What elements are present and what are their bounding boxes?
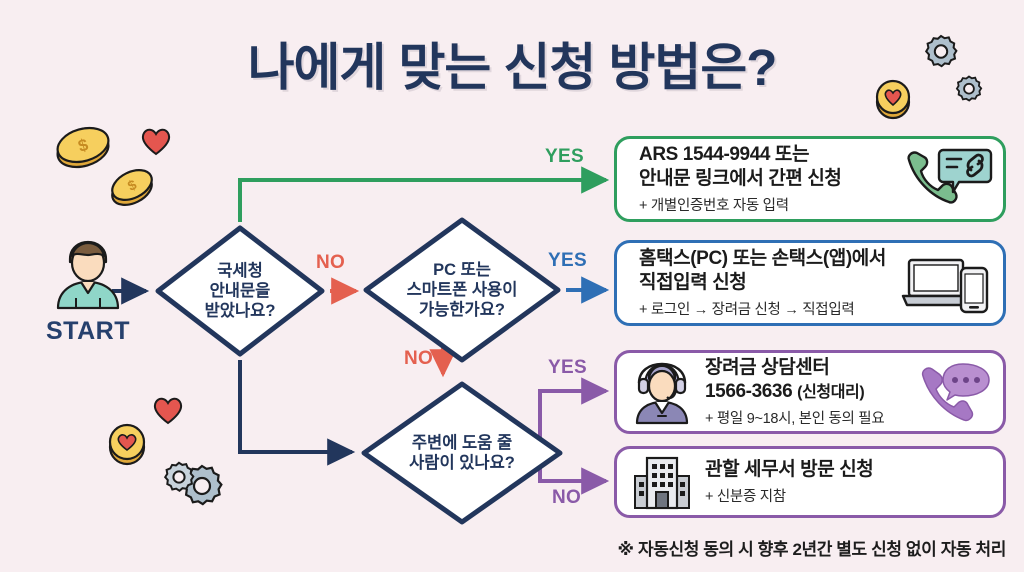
decision-helper-available[interactable]: 주변에 도움 줄 사람이 있나요? <box>358 378 566 528</box>
coin-heart-icon <box>108 423 146 466</box>
edge-label-no-1: NO <box>316 252 346 273</box>
phone-chat-icon <box>915 360 993 424</box>
person-icon <box>56 240 120 310</box>
page-title: 나에게 맞는 신청 방법은? <box>247 39 778 96</box>
result-title-line2: 안내문 링크에서 간편 신청 <box>639 167 842 189</box>
edge-label-no-3: NO <box>552 487 582 508</box>
result-call-center-apply[interactable]: 장려금 상담센터 1566-3636 (신청대리) + 평일 9~18시, 본인… <box>614 350 1006 434</box>
decision-device-available[interactable]: PC 또는 스마트폰 사용이 가능한가요? <box>360 214 564 366</box>
coin-dollar-icon: $ <box>56 126 110 169</box>
building-icon <box>631 454 693 510</box>
result-title-line1: ARS 1544-9944 또는 <box>639 143 810 165</box>
edge-label-yes-2: YES <box>548 250 587 271</box>
start-label: START <box>46 317 130 345</box>
start-node: START <box>28 236 148 346</box>
diamond-shape <box>361 381 563 525</box>
edge-label-yes-1: YES <box>545 146 584 167</box>
result-body: 관할 세무서 방문 신청 + 신분증 지참 <box>705 458 993 507</box>
result-title-line1: 관할 세무서 방문 신청 <box>705 458 874 480</box>
result-title: 장려금 상담센터 1566-3636 (신청대리) <box>705 356 915 404</box>
diamond-shape <box>363 217 561 363</box>
result-icon-group <box>897 144 993 214</box>
result-note: + 신분증 지참 <box>705 489 786 506</box>
gear-icon <box>955 75 983 102</box>
edge-label-no-2: NO <box>404 348 434 369</box>
result-title-line1: 장려금 상담센터 <box>705 356 830 378</box>
footnote: ※ 자동신청 동의 시 향후 2년간 별도 신청 없이 자동 처리 <box>617 540 1007 559</box>
result-note: + 로그인 → 장려금 신청 → 직접입력 <box>639 302 855 319</box>
coin-dollar-icon: $ <box>111 169 153 206</box>
heart-icon <box>141 128 171 156</box>
result-title-line2: 1566-3636 (신청대리) <box>705 380 915 404</box>
result-tax-office-visit[interactable]: 관할 세무서 방문 신청 + 신분증 지참 <box>614 446 1006 518</box>
chat-link-icon <box>937 148 993 194</box>
result-title: ARS 1544-9944 또는 안내문 링크에서 간편 신청 <box>639 143 897 191</box>
result-hometax-direct-apply[interactable]: 홈택스(PC) 또는 손택스(앱)에서 직접입력 신청 + 로그인 → 장려금 … <box>614 240 1006 326</box>
result-title-line1: 홈택스(PC) 또는 손택스(앱)에서 <box>639 247 886 269</box>
result-title-suffix: (신청대리) <box>797 383 865 401</box>
gear-icon <box>924 34 958 68</box>
laptop-icon <box>901 258 989 314</box>
result-title-line2: 직접입력 신청 <box>639 271 747 293</box>
result-note: + 평일 9~18시, 본인 동의 필요 <box>705 411 885 428</box>
gear-icon <box>163 461 195 493</box>
result-note: + 개별인증번호 자동 입력 <box>639 198 789 215</box>
result-phone-number: 1566-3636 <box>705 380 793 402</box>
result-body: 홈택스(PC) 또는 손택스(앱)에서 직접입력 신청 + 로그인 → 장려금 … <box>639 247 899 320</box>
diamond-shape <box>155 225 325 357</box>
result-body: ARS 1544-9944 또는 안내문 링크에서 간편 신청 + 개별인증번호… <box>639 143 897 216</box>
result-title: 관할 세무서 방문 신청 <box>705 458 993 482</box>
smartphone-icon <box>959 266 989 314</box>
phone-icon <box>907 148 993 204</box>
coin-heart-icon <box>875 79 911 120</box>
result-ars-simple-apply[interactable]: ARS 1544-9944 또는 안내문 링크에서 간편 신청 + 개별인증번호… <box>614 136 1006 222</box>
headset-agent-icon <box>631 359 693 425</box>
result-body: 장려금 상담센터 1566-3636 (신청대리) + 평일 9~18시, 본인… <box>705 356 915 429</box>
edge-q1-down-to-q3 <box>238 360 356 466</box>
result-icon-group <box>899 250 993 316</box>
result-title: 홈택스(PC) 또는 손택스(앱)에서 직접입력 신청 <box>639 247 899 295</box>
decision-notice-received[interactable]: 국세청 안내문을 받았나요? <box>152 222 328 360</box>
edge-label-yes-3: YES <box>548 357 587 378</box>
heart-icon <box>153 397 183 425</box>
